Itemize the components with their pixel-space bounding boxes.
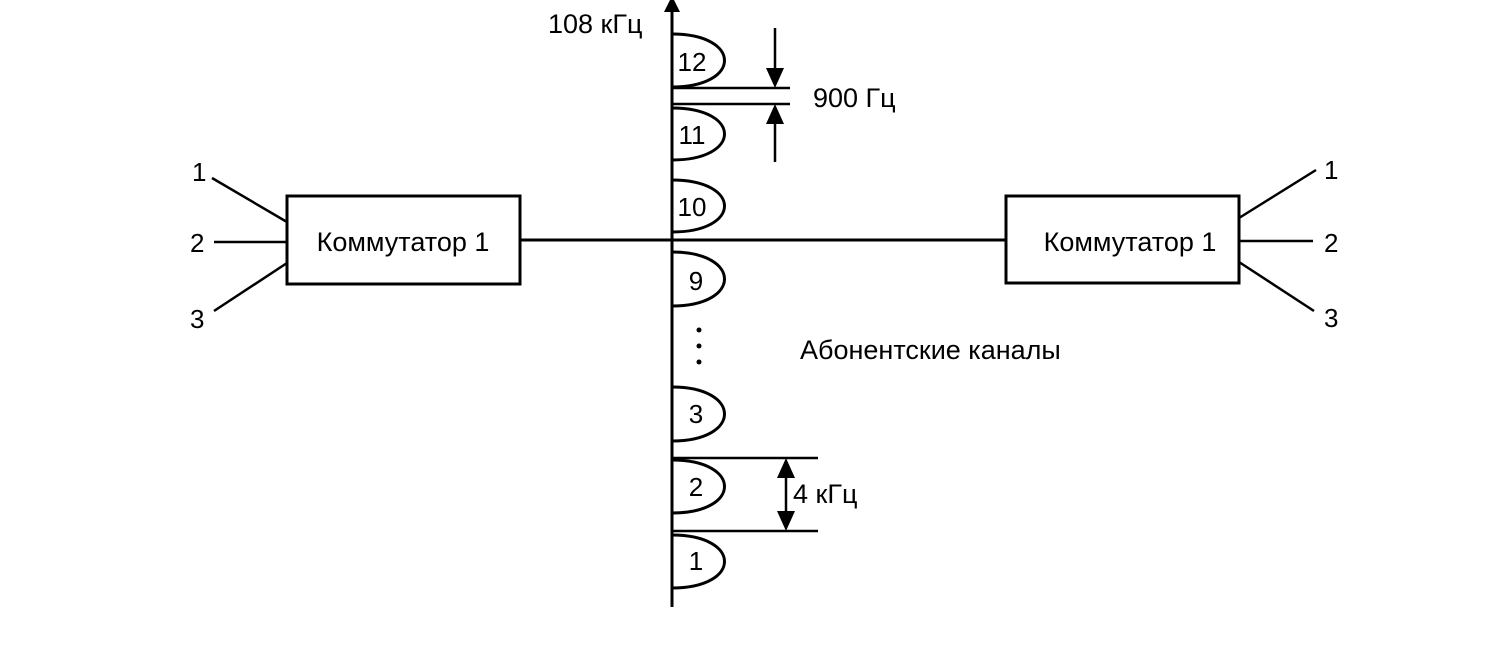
right-switch: Коммутатор 1 (1004, 194, 1241, 285)
channel-label-1: 1 (689, 546, 703, 576)
left-port-label-2: 2 (190, 228, 204, 258)
channel-lobe-11 (671, 106, 726, 162)
right-port-line-1 (1238, 168, 1317, 220)
gap-dimension (672, 28, 790, 162)
channel-label-3: 3 (689, 399, 703, 429)
channel-lobe-12 (671, 32, 726, 89)
left-switch: Коммутатор 1 (285, 194, 522, 286)
right-port-label-3: 3 (1324, 303, 1338, 333)
left-switch-label: Коммутатор 1 (317, 227, 490, 257)
ellipsis-dots (696, 327, 702, 365)
channel-lobe-3 (671, 385, 726, 443)
gap-arrow-top-head (766, 68, 784, 88)
channel-lobe-9 (671, 250, 726, 308)
axis-top-label: 108 кГц (548, 9, 642, 39)
channel-lobes (671, 32, 726, 590)
channel-label-11: 11 (679, 120, 706, 150)
left-port-label-1: 1 (192, 157, 206, 187)
width-arrow-head-bottom (777, 511, 795, 531)
left-port-line-3 (213, 261, 288, 313)
channel-label-9: 9 (689, 266, 703, 296)
frequency-axis-arrowhead (664, 0, 680, 12)
gap-label: 900 Гц (813, 83, 896, 113)
channel-lobe-10 (671, 178, 726, 234)
channel-lobe-1 (671, 533, 726, 590)
right-port-lines (1238, 168, 1317, 313)
gap-arrow-bottom-head (766, 104, 784, 124)
channels-caption: Абонентские каналы (800, 335, 1061, 365)
channel-label-12: 12 (678, 47, 707, 77)
width-arrow-head-top (777, 458, 795, 478)
channel-lobe-2 (671, 458, 726, 515)
channel-width-label: 4 кГц (793, 479, 857, 509)
left-port-label-3: 3 (190, 304, 204, 334)
right-port-label-2: 2 (1324, 228, 1338, 258)
left-port-lines (211, 176, 288, 313)
right-port-line-3 (1238, 260, 1315, 313)
channel-label-2: 2 (689, 472, 703, 502)
left-port-line-1 (211, 176, 288, 224)
channel-label-10: 10 (678, 192, 707, 222)
right-switch-label: Коммутатор 1 (1044, 227, 1217, 257)
channel-width-dimension (672, 456, 818, 533)
right-port-label-1: 1 (1324, 155, 1338, 185)
